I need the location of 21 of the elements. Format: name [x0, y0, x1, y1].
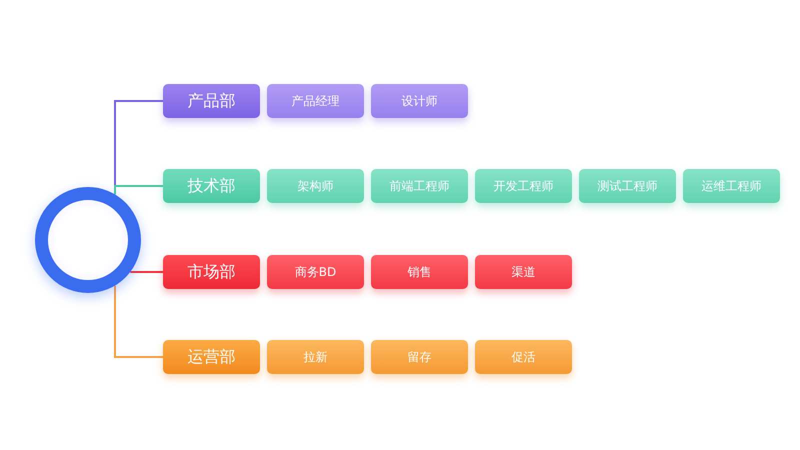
role-box: 开发工程师 — [475, 169, 572, 203]
connector-line — [114, 185, 163, 194]
role-box: 拉新 — [267, 340, 364, 374]
role-box: 销售 — [371, 255, 468, 289]
role-box: 产品经理 — [267, 84, 364, 118]
role-box: 前端工程师 — [371, 169, 468, 203]
role-box: 渠道 — [475, 255, 572, 289]
department-box: 市场部 — [163, 255, 260, 289]
connector-line — [130, 271, 163, 273]
role-box: 运维工程师 — [683, 169, 780, 203]
role-box: 设计师 — [371, 84, 468, 118]
circle — [35, 187, 141, 293]
connector-line — [114, 286, 163, 358]
role-box: 架构师 — [267, 169, 364, 203]
role-box: 留存 — [371, 340, 468, 374]
role-box: 促活 — [475, 340, 572, 374]
department-box: 产品部 — [163, 84, 260, 118]
role-box: 商务BD — [267, 255, 364, 289]
department-box: 技术部 — [163, 169, 260, 203]
department-box: 运营部 — [163, 340, 260, 374]
role-box: 测试工程师 — [579, 169, 676, 203]
